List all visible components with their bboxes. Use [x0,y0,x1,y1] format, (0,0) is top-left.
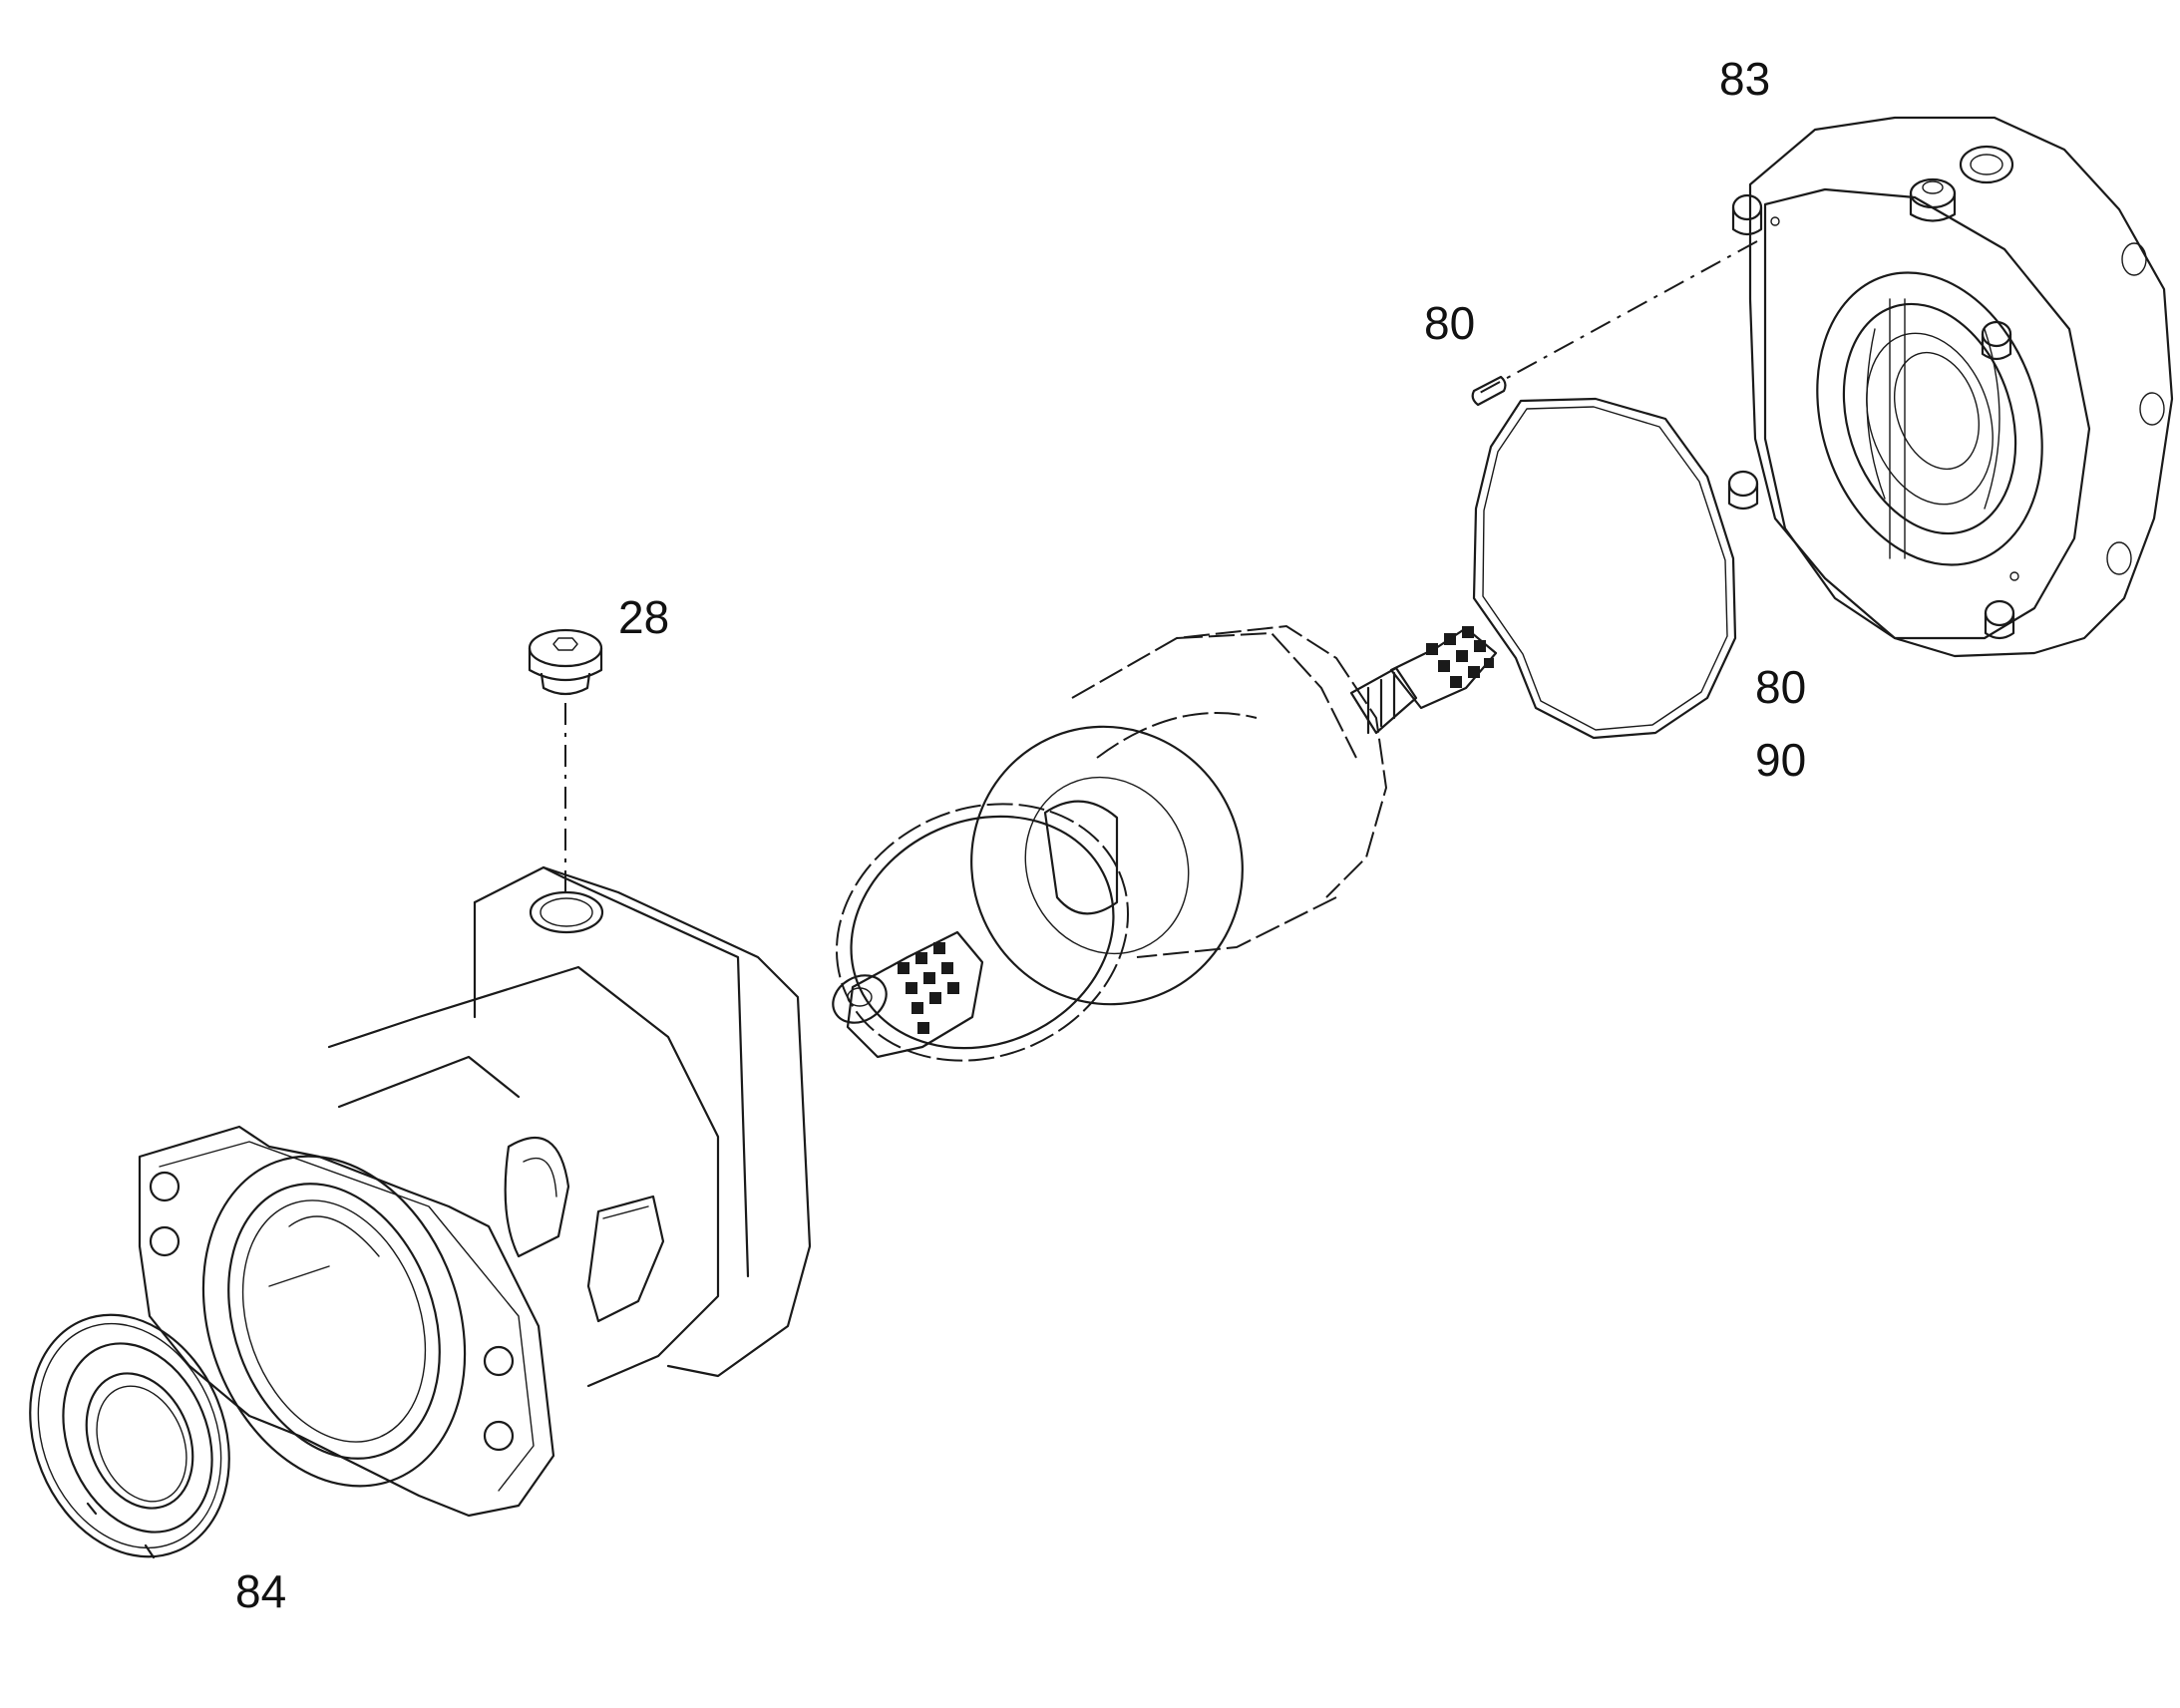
part-83-port-plate[interactable] [1727,116,2174,658]
dowel-pin [1984,599,2015,640]
dowel-pin [1981,320,2012,361]
part-28-plug[interactable] [528,628,603,696]
part-80-pin[interactable] [1471,375,1507,407]
dowel-pin [1731,193,1763,236]
motor-housing[interactable] [138,865,812,1524]
dowel-pin [1727,470,1759,511]
top-plug [1909,177,1957,222]
callout-80-mid: 80 [1755,661,1806,713]
spline-pattern-right [1426,626,1494,688]
callout-90: 90 [1755,734,1806,786]
part-84-shaft-seal[interactable] [0,1285,264,1587]
callout-83: 83 [1719,53,1770,105]
callout-28: 28 [618,591,669,643]
callout-80-top: 80 [1424,297,1475,349]
callout-84: 84 [235,1565,286,1617]
part-90-o-ring[interactable] [1472,397,1737,740]
spline-pattern-left [898,942,959,1034]
pin-leader-line [1477,240,1758,395]
rotating-group[interactable] [796,624,1498,1106]
